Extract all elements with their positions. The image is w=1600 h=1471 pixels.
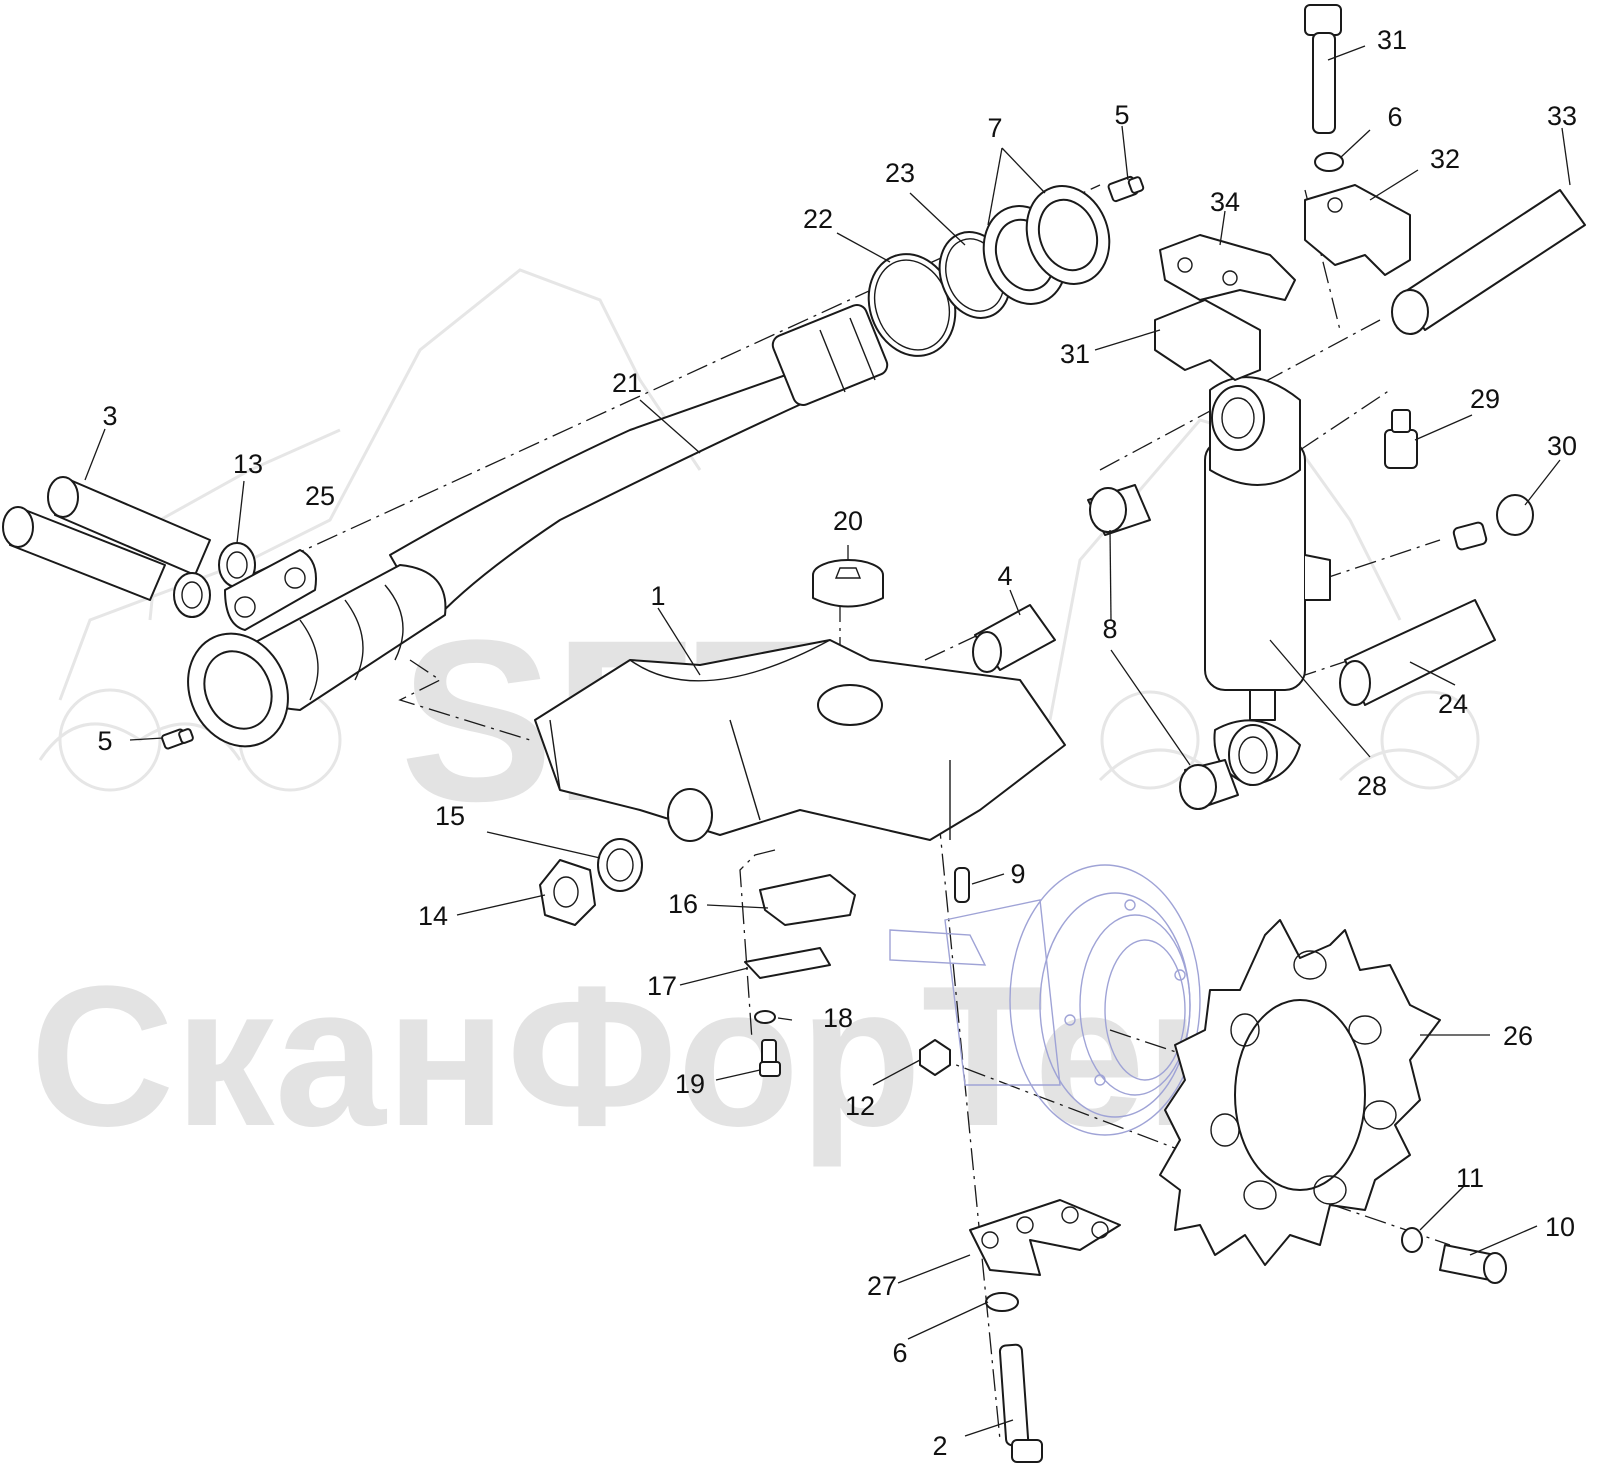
callout-11: 11 bbox=[1456, 1163, 1484, 1193]
part-15-washer bbox=[597, 838, 643, 892]
callout-31-top: 31 bbox=[1377, 25, 1407, 55]
part-6-washer-top bbox=[1314, 152, 1344, 172]
part-17-plate bbox=[744, 947, 831, 979]
part-11-washer bbox=[1401, 1227, 1423, 1253]
part-19-bolt bbox=[759, 1039, 781, 1077]
callout-9: 9 bbox=[1010, 859, 1025, 889]
callout-3: 3 bbox=[102, 401, 117, 431]
callout-23: 23 bbox=[885, 158, 915, 188]
leader-lines bbox=[84, 45, 1571, 1437]
callout-5-top: 5 bbox=[1114, 100, 1129, 130]
callout-labels: 1 2 3 4 5 5 6 6 7 8 8 9 10 11 12 13 14 1… bbox=[97, 25, 1577, 1461]
part-8-bushings bbox=[1087, 484, 1239, 810]
callout-32: 32 bbox=[1430, 144, 1460, 174]
callout-25: 25 bbox=[305, 481, 335, 511]
part-30-elbow bbox=[1452, 494, 1534, 551]
callout-13: 13 bbox=[233, 449, 263, 479]
callout-16: 16 bbox=[668, 889, 698, 919]
callout-34: 34 bbox=[1210, 187, 1240, 217]
part-18-washer bbox=[754, 1010, 776, 1024]
part-5-grease-nipple-top bbox=[1107, 175, 1145, 203]
callout-7: 7 bbox=[987, 113, 1002, 143]
part-34-bracket bbox=[1159, 234, 1296, 301]
part-28-cylinder bbox=[1204, 376, 1331, 786]
part-31-clamp-lower bbox=[1154, 299, 1261, 381]
part-12-nut bbox=[919, 1039, 951, 1076]
part-24-pin bbox=[1339, 599, 1496, 706]
callout-29: 29 bbox=[1470, 384, 1500, 414]
hydraulic-motor-outline bbox=[889, 864, 1201, 1136]
callout-2: 2 bbox=[932, 1431, 947, 1461]
callout-26: 26 bbox=[1503, 1021, 1533, 1051]
part-32-clamp-upper bbox=[1304, 184, 1411, 276]
part-13-washer-2 bbox=[173, 572, 211, 618]
callout-28: 28 bbox=[1357, 771, 1387, 801]
callout-24: 24 bbox=[1438, 689, 1468, 719]
part-3-pins bbox=[2, 476, 211, 601]
part-33-pin bbox=[1391, 189, 1586, 335]
callout-22: 22 bbox=[803, 204, 833, 234]
part-16-block bbox=[759, 874, 856, 926]
callout-30: 30 bbox=[1547, 431, 1577, 461]
callout-1: 1 bbox=[650, 581, 665, 611]
callout-12: 12 bbox=[845, 1091, 875, 1121]
callout-18: 18 bbox=[823, 1003, 853, 1033]
callout-8: 8 bbox=[1102, 614, 1117, 644]
callout-19: 19 bbox=[675, 1069, 705, 1099]
callout-17: 17 bbox=[647, 971, 677, 1001]
part-31-bolt bbox=[1304, 4, 1342, 134]
part-4-fitting bbox=[972, 604, 1056, 673]
callout-5-left: 5 bbox=[97, 726, 112, 756]
part-21-arm-tube bbox=[187, 303, 889, 748]
callout-14: 14 bbox=[418, 901, 448, 931]
part-5-grease-nipple-left bbox=[161, 728, 194, 750]
part-29-fitting bbox=[1384, 409, 1418, 469]
part-6-washer-bottom bbox=[985, 1292, 1019, 1312]
callout-4: 4 bbox=[997, 561, 1012, 591]
callout-31-lower: 31 bbox=[1060, 339, 1090, 369]
part-14-nut bbox=[539, 859, 596, 926]
part-9-pin bbox=[954, 867, 970, 903]
part-1-bracket bbox=[534, 639, 1066, 842]
callout-6-bottom: 6 bbox=[892, 1338, 907, 1368]
part-7-lock-nuts bbox=[982, 185, 1111, 305]
callout-20: 20 bbox=[833, 506, 863, 536]
callout-21: 21 bbox=[612, 368, 642, 398]
watermark-brand: СканФорТек bbox=[30, 945, 1246, 1168]
part-27-plate bbox=[969, 1199, 1121, 1276]
part-25-plate bbox=[224, 549, 317, 631]
part-10-bolt bbox=[1439, 1244, 1507, 1284]
callout-6-top: 6 bbox=[1387, 102, 1402, 132]
part-20-plug bbox=[812, 559, 884, 608]
callout-15: 15 bbox=[435, 801, 465, 831]
callout-33: 33 bbox=[1547, 101, 1577, 131]
part-2-bolt bbox=[998, 1343, 1043, 1463]
callout-10: 10 bbox=[1545, 1212, 1575, 1242]
part-26-sprocket bbox=[1159, 919, 1441, 1266]
callout-27: 27 bbox=[867, 1271, 897, 1301]
